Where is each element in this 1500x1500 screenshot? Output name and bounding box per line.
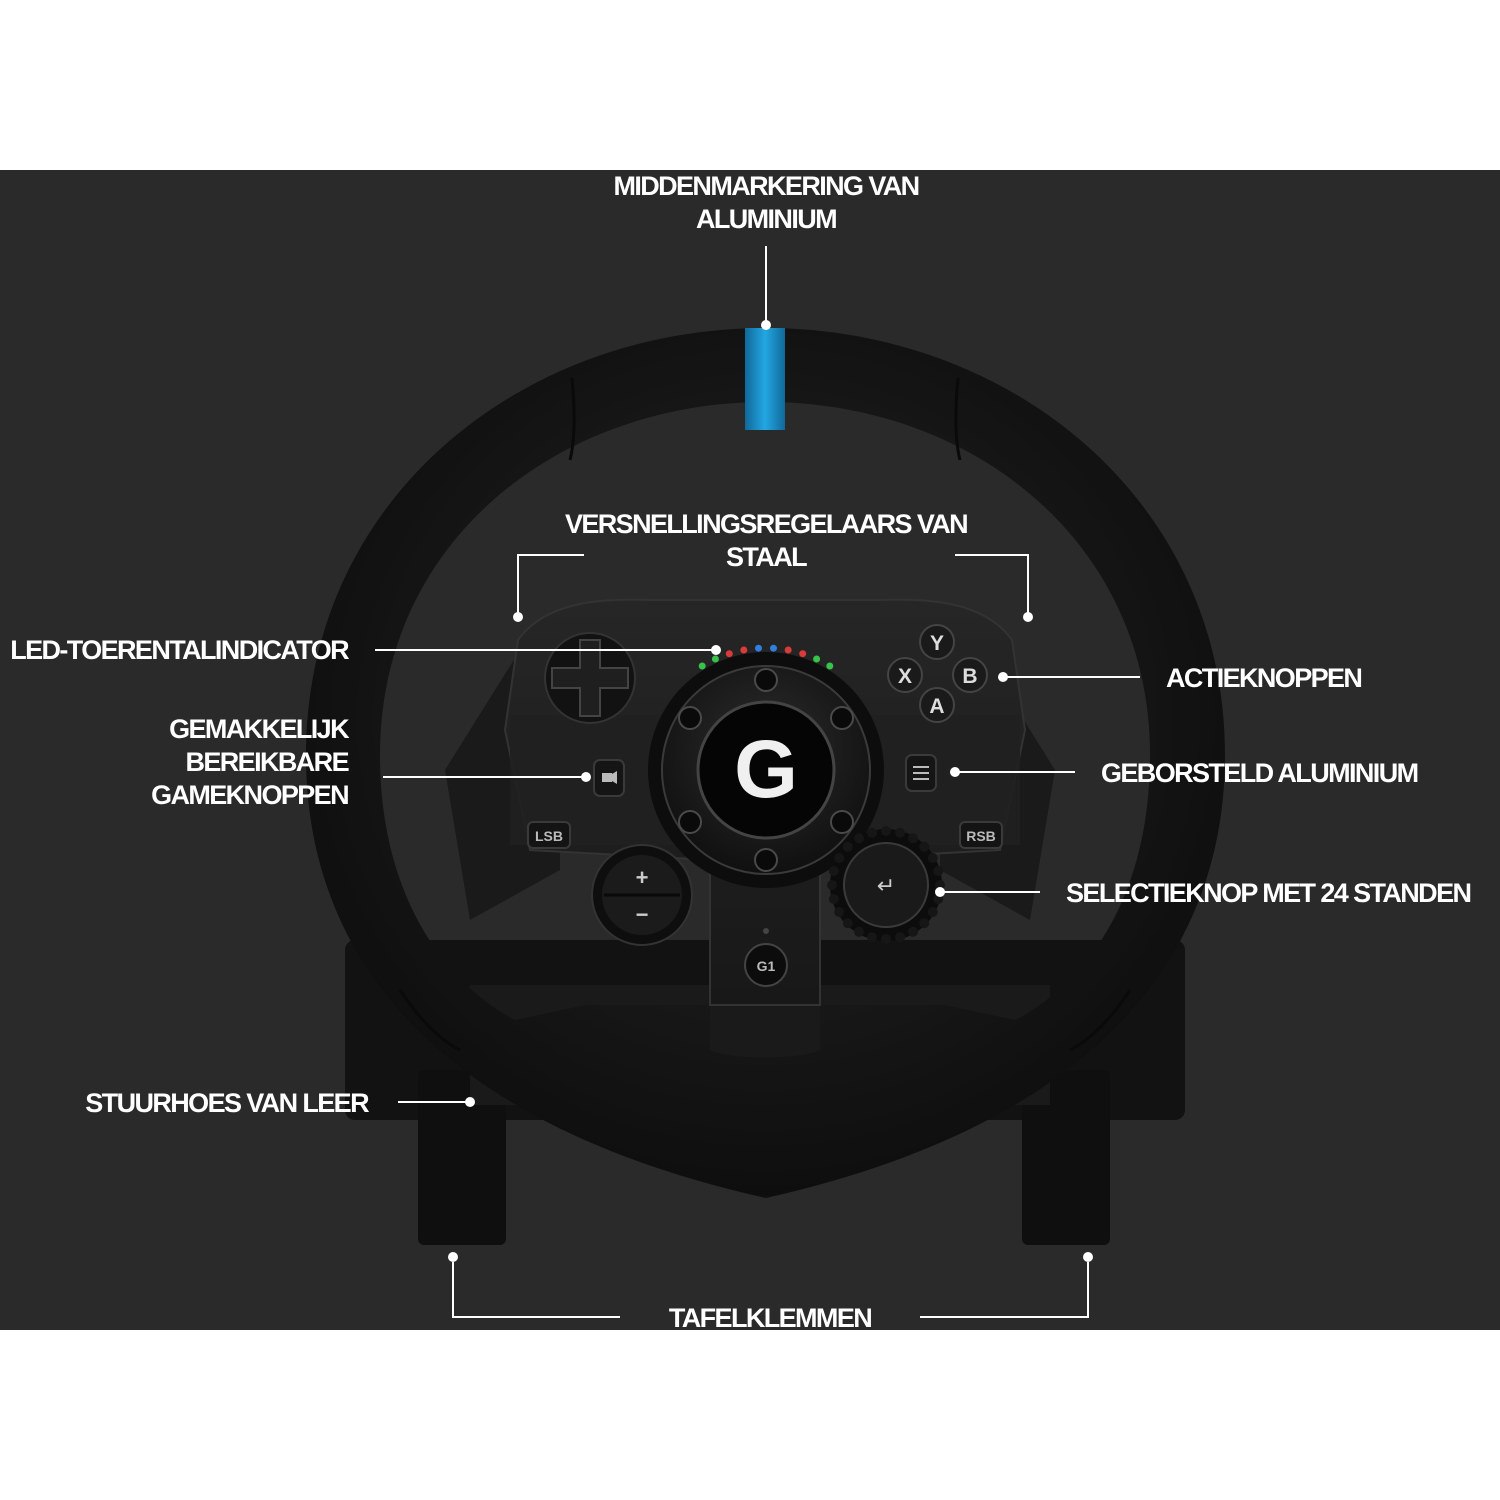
dial-notch — [867, 827, 877, 838]
wheel-rim — [306, 328, 1225, 1198]
label-selector-dial: SELECTIEKNOP MET 24 STANDEN — [1066, 878, 1472, 908]
led-light — [755, 644, 762, 652]
dial-notch — [828, 894, 839, 904]
dial-notch — [881, 934, 891, 944]
steering-wheel-illustration: G Y X B A — [306, 246, 1225, 1318]
minus-label: − — [636, 902, 649, 927]
menu-icon — [913, 766, 929, 780]
dial-notch — [919, 918, 930, 929]
b-button-label: B — [962, 665, 977, 688]
dial-notch — [927, 853, 938, 863]
dial-notch — [854, 833, 864, 844]
dial-notch — [895, 827, 905, 838]
led-light — [799, 650, 807, 658]
dial-notch — [895, 932, 905, 943]
led-light — [698, 662, 706, 670]
dial-notch — [908, 926, 918, 937]
dial-notch — [834, 907, 845, 917]
dial-notch — [927, 907, 938, 917]
b-button[interactable]: B — [952, 657, 988, 693]
label-table-clamps: TAFELKLEMMEN — [668, 1303, 873, 1330]
label-center-marker: MIDDENMARKERING VAN ALUMINIUM — [613, 171, 920, 234]
dial-notch — [842, 841, 853, 852]
led-light — [770, 644, 777, 652]
label-brushed-aluminium: GEBORSTELD ALUMINIUM — [1101, 758, 1419, 788]
dial-notch — [919, 841, 930, 852]
led-light — [813, 655, 821, 663]
logitech-g-logo: G — [734, 724, 798, 815]
dial-notch — [867, 932, 877, 943]
dial-notch — [908, 833, 918, 844]
label-action-buttons: ACTIEKNOPPEN — [1166, 663, 1363, 693]
g1-label: G1 — [757, 958, 776, 974]
dial-notch — [828, 866, 839, 876]
callout-dots — [448, 320, 1093, 1262]
label-led-indicator: LED-TOERENTALINDICATOR — [10, 635, 349, 665]
a-button-label: A — [929, 695, 944, 718]
dpad — [544, 632, 636, 724]
led-light — [740, 646, 748, 654]
action-buttons-cluster: Y X B A — [887, 624, 988, 723]
selection-dial[interactable]: ↵ — [827, 826, 945, 944]
dial-notch — [881, 826, 891, 836]
lsb-label: LSB — [535, 828, 563, 844]
lsb-button[interactable]: LSB — [527, 821, 571, 849]
enter-icon: ↵ — [877, 874, 895, 899]
led-light — [826, 662, 834, 670]
led-light — [784, 646, 792, 654]
dial-notch — [854, 926, 864, 937]
callout-lines — [375, 246, 1140, 1318]
view-button[interactable] — [593, 759, 625, 797]
camera-icon — [602, 773, 612, 782]
y-button-label: Y — [930, 632, 944, 655]
dial-notch — [935, 880, 945, 890]
dial-notch — [842, 918, 853, 929]
infographic-panel: G Y X B A — [0, 170, 1500, 1330]
led-light — [725, 650, 733, 658]
y-button[interactable]: Y — [919, 624, 955, 660]
label-game-buttons: GEMAKKELIJK BEREIKBARE GAMEKNOPPEN — [151, 714, 350, 810]
x-button[interactable]: X — [887, 657, 923, 693]
menu-button[interactable] — [905, 754, 937, 792]
led-light — [711, 655, 719, 663]
dial-notch — [933, 866, 944, 876]
x-button-label: X — [898, 665, 912, 688]
label-leather-cover: STUURHOES VAN LEER — [85, 1088, 369, 1118]
rsb-button[interactable]: RSB — [959, 821, 1003, 849]
a-button[interactable]: A — [919, 687, 955, 723]
rsb-label: RSB — [966, 828, 996, 844]
plus-minus-rocker[interactable]: + − — [591, 844, 693, 946]
g1-button[interactable]: G1 — [744, 928, 788, 987]
dial-notch — [834, 853, 845, 863]
label-shifters: VERSNELLINGSREGELAARS VAN STAAL — [564, 509, 969, 572]
led-rpm-indicator — [698, 644, 834, 670]
plus-label: + — [636, 865, 649, 890]
dial-notch — [827, 880, 837, 890]
center-hub: G — [648, 652, 884, 888]
